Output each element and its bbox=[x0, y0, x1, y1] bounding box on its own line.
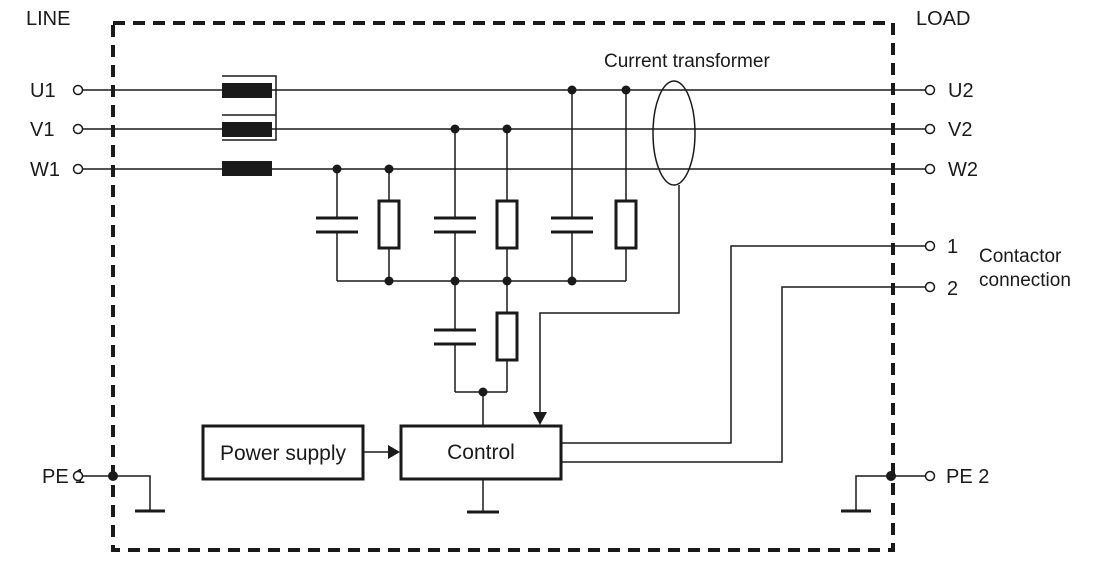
resistor bbox=[614, 199, 638, 250]
terminal-label-u1: U1 bbox=[30, 80, 56, 102]
contactor-connection-label-line1: Contactor bbox=[979, 246, 1062, 267]
contactor-wire-2 bbox=[561, 286, 926, 463]
pe2-wire bbox=[855, 475, 926, 510]
rc-network bbox=[316, 90, 638, 426]
contactor-connection-label-line2: connection bbox=[979, 270, 1071, 291]
choke-frame bbox=[222, 75, 277, 141]
rc-to-control-wire bbox=[455, 391, 507, 426]
choke-core-v bbox=[222, 122, 272, 137]
capacitor-plates bbox=[434, 216, 476, 234]
power-to-control-arrow bbox=[388, 445, 400, 459]
terminal-label-contactor-1: 1 bbox=[947, 236, 958, 258]
control-label: Control bbox=[447, 441, 515, 464]
capacitor-plates bbox=[434, 328, 476, 346]
terminal-pe2 bbox=[924, 470, 936, 482]
load-terminals: U2 V2 W2 bbox=[924, 80, 978, 181]
terminal-label-pe2: PE 2 bbox=[946, 466, 989, 488]
line-header: LINE bbox=[26, 8, 70, 30]
terminal-u2 bbox=[924, 84, 936, 96]
choke-core-u bbox=[222, 83, 272, 98]
resistor bbox=[377, 199, 401, 250]
power-supply-label: Power supply bbox=[220, 442, 347, 465]
pe1-connection: PE 1 bbox=[42, 466, 165, 513]
terminal-label-contactor-2: 2 bbox=[947, 278, 958, 300]
contactor-wire-1 bbox=[561, 245, 926, 444]
pe1-wire bbox=[82, 475, 151, 510]
terminal-pe1 bbox=[72, 470, 84, 482]
current-transformer: Current transformer bbox=[604, 51, 770, 186]
current-transformer-core bbox=[652, 80, 696, 186]
terminal-label-pe1: PE 1 bbox=[42, 466, 85, 488]
terminal-label-v2: V2 bbox=[948, 119, 972, 141]
terminal-w1 bbox=[72, 163, 84, 175]
load-header: LOAD bbox=[916, 8, 970, 30]
terminal-label-w2: W2 bbox=[948, 159, 978, 181]
ct-signal-wire bbox=[539, 185, 680, 413]
line-terminals: U1 V1 W1 bbox=[30, 80, 84, 181]
terminal-label-v1: V1 bbox=[30, 119, 54, 141]
choke-core-w bbox=[222, 161, 272, 176]
capacitor-plates bbox=[551, 216, 593, 234]
capacitor-plates bbox=[316, 216, 358, 234]
terminal-v2 bbox=[924, 123, 936, 135]
resistor bbox=[495, 311, 519, 362]
ct-signal-arrow bbox=[533, 412, 547, 425]
junction-dots bbox=[108, 85, 896, 481]
terminal-contactor-1 bbox=[924, 240, 936, 252]
terminal-v1 bbox=[72, 123, 84, 135]
terminal-contactor-2 bbox=[924, 281, 936, 293]
terminal-label-w1: W1 bbox=[30, 159, 60, 181]
control-box bbox=[399, 424, 563, 481]
choke-coils bbox=[222, 75, 277, 176]
terminal-label-u2: U2 bbox=[948, 80, 974, 102]
control-block: Control bbox=[399, 424, 563, 481]
power-supply-block: Power supply bbox=[201, 424, 365, 481]
terminal-u1 bbox=[72, 84, 84, 96]
terminal-w2 bbox=[924, 163, 936, 175]
current-transformer-label: Current transformer bbox=[604, 51, 770, 72]
pe2-connection: PE 2 bbox=[841, 466, 989, 513]
resistor bbox=[495, 199, 519, 250]
